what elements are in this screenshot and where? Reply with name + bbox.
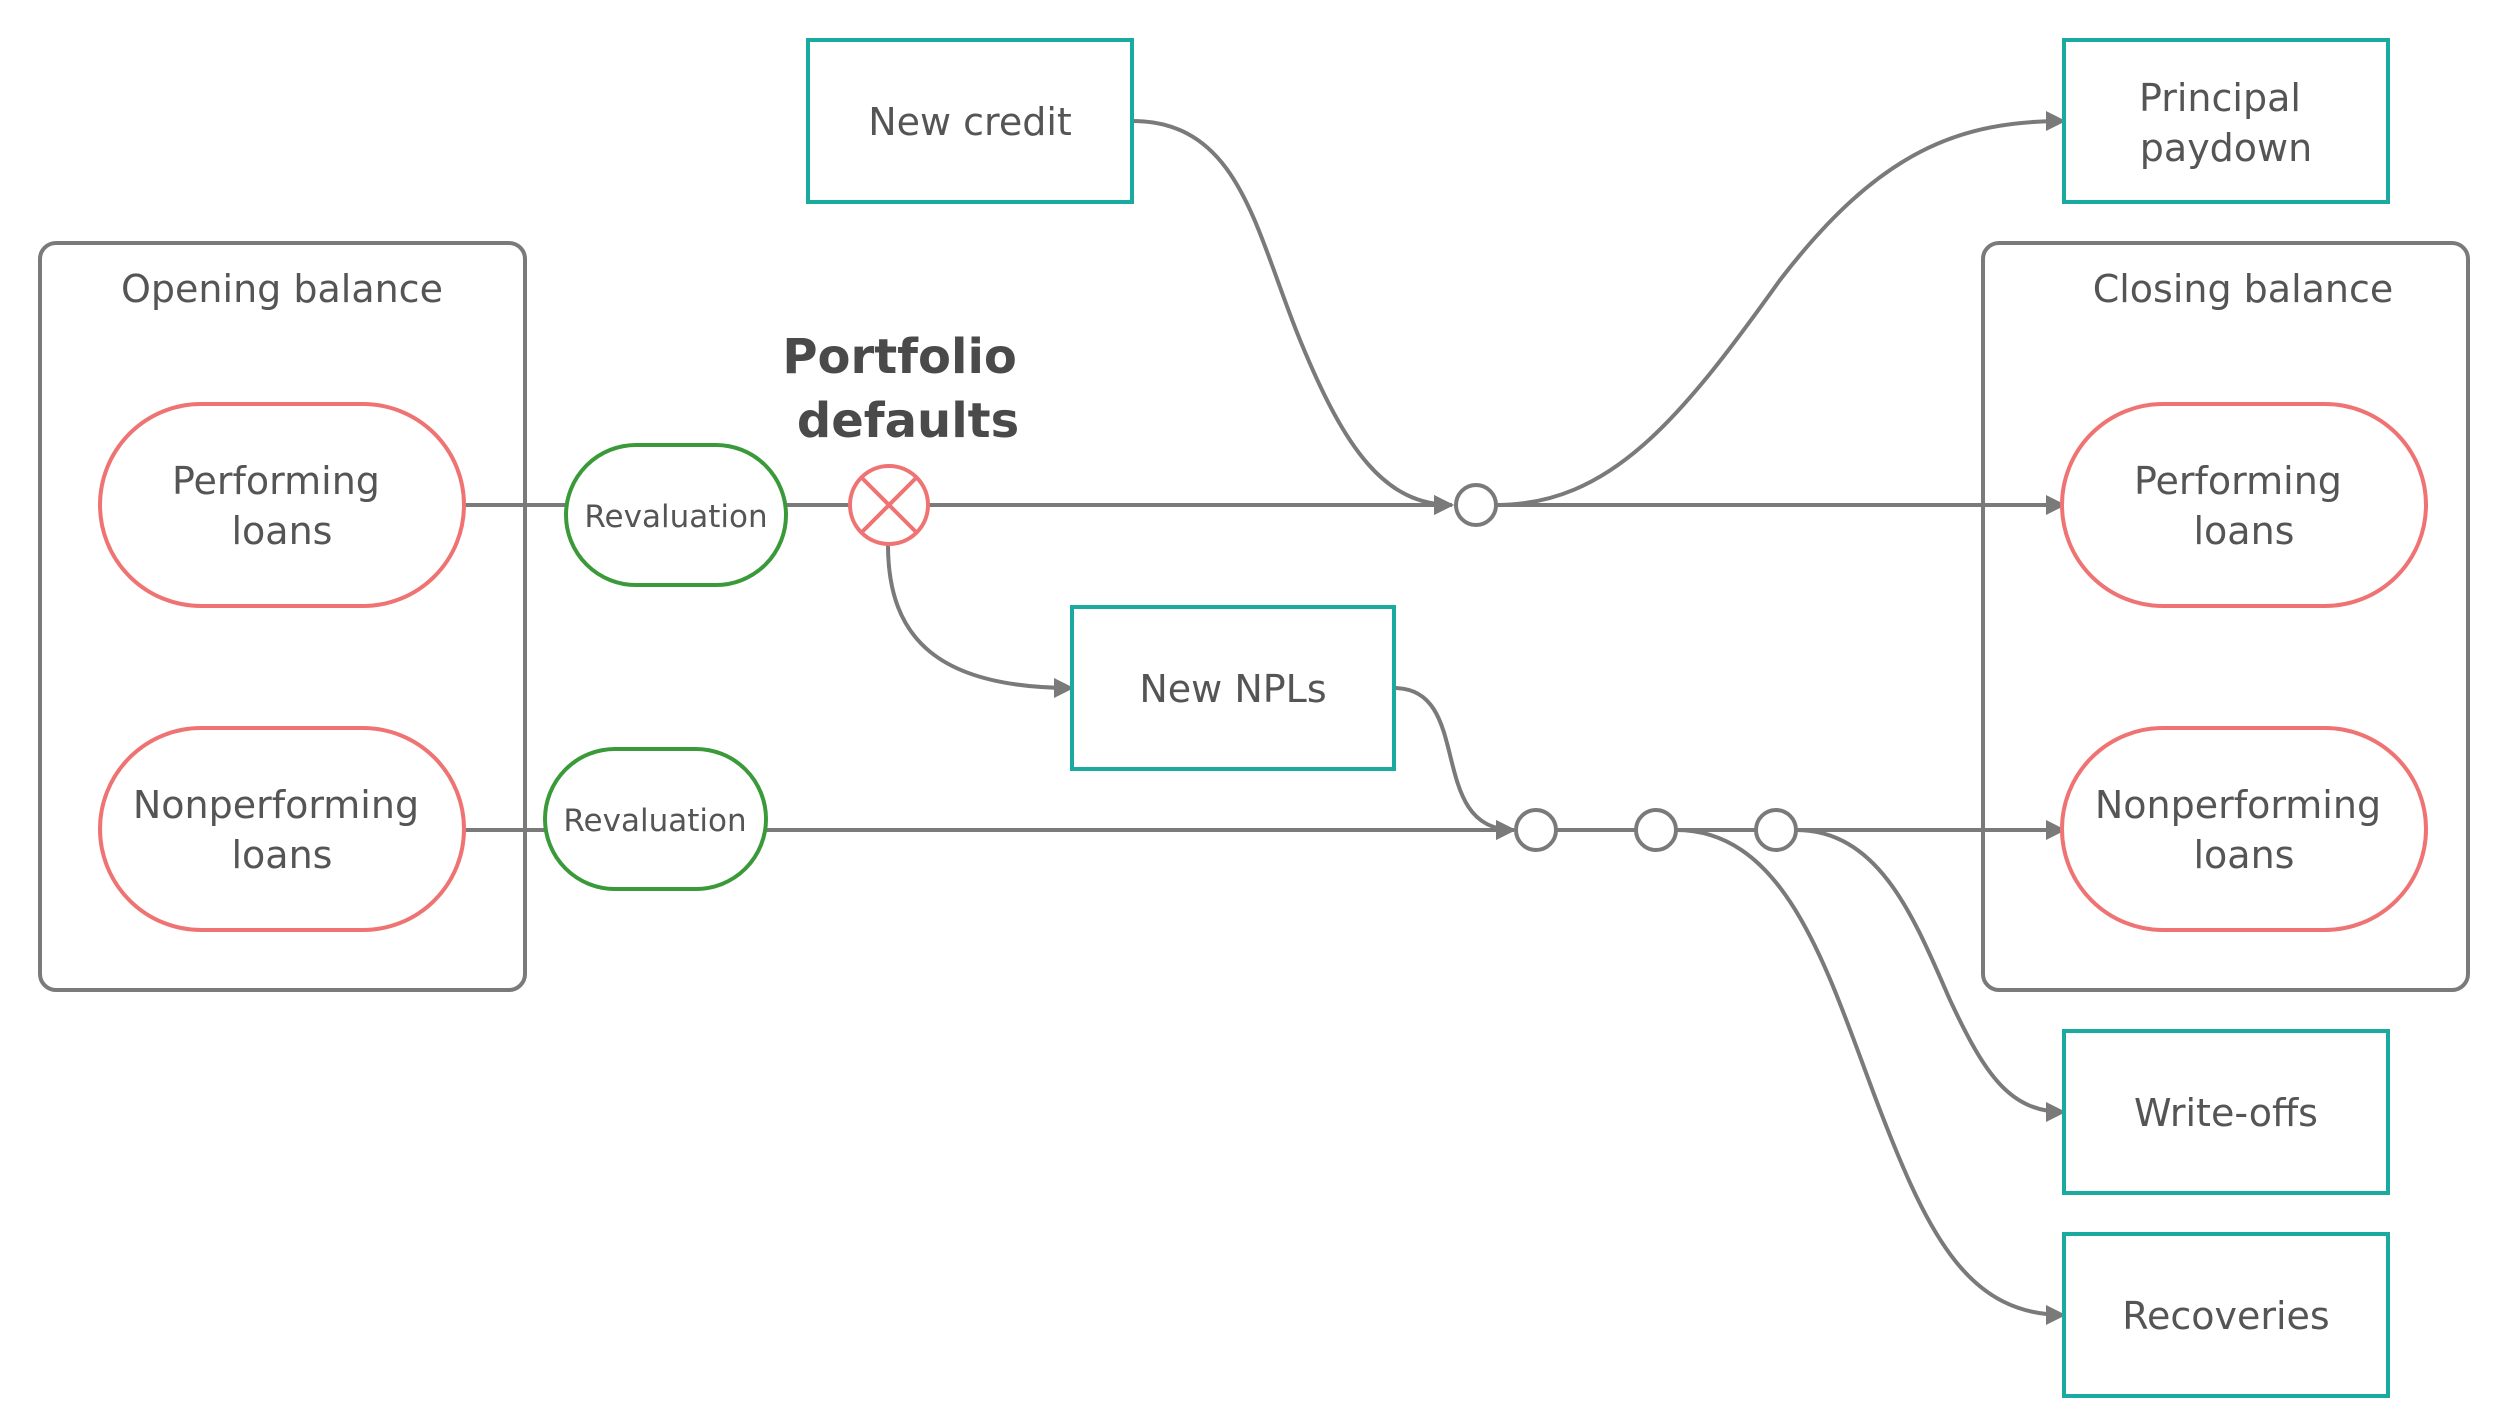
junctions (1454, 483, 1798, 852)
portfolio-defaults-label: Portfolio defaults (782, 329, 1033, 449)
closing-balance-frame (1981, 241, 2470, 992)
revaluation-bottom-node[interactable]: Revaluation (543, 747, 768, 891)
closing-performing-loans-node[interactable] (2060, 402, 2428, 608)
recoveries-box (2062, 1232, 2390, 1398)
opening-performing-loans-node[interactable] (98, 402, 466, 608)
recoveries-label: Recoveries (2122, 1294, 2329, 1338)
write-offs-node[interactable]: Write-offs (2062, 1029, 2390, 1195)
opening-nonperforming-loans-label: Nonperforming loans (133, 783, 431, 877)
portfolio-defaults-node[interactable]: Portfolio defaults (782, 329, 1033, 546)
flow-junction-to-recoveries (1675, 828, 2066, 1325)
junction-write-offs-split (1754, 808, 1798, 852)
new-credit-node[interactable]: New credit (806, 38, 1134, 204)
defaults-x-mark-icon (859, 475, 919, 535)
new-credit-box (806, 38, 1134, 204)
new-npls-label: New NPLs (1139, 667, 1326, 711)
junction-performing (1454, 483, 1498, 527)
flow-new-npls-to-junction (1393, 686, 1516, 840)
revaluation-bottom-label: Revaluation (563, 803, 746, 839)
flow-lines (462, 111, 2066, 1325)
principal-paydown-label: Principal paydown (2139, 76, 2313, 170)
closing-balance-group: Closing balance Performing loans Nonperf… (1981, 241, 2470, 992)
principal-paydown-node[interactable]: Principal paydown (2062, 38, 2390, 204)
recoveries-node[interactable]: Recoveries (2062, 1232, 2390, 1398)
opening-balance-title: Opening balance (121, 267, 443, 311)
revaluation-bottom-shape (543, 747, 768, 891)
junction-npl-merge (1514, 808, 1558, 852)
closing-performing-loans-label: Performing loans (2134, 459, 2354, 553)
flow-new-credit-to-junction (1131, 119, 1454, 515)
flow-junction-to-principal-paydown (1495, 111, 2066, 507)
principal-paydown-box (2062, 38, 2390, 204)
opening-nonperforming-loans-node[interactable] (98, 726, 466, 932)
opening-balance-frame (38, 241, 527, 992)
revaluation-top-label: Revaluation (584, 499, 767, 535)
revaluation-top-node[interactable]: Revaluation (564, 443, 788, 587)
closing-nonperforming-loans-node[interactable] (2060, 726, 2428, 932)
new-npls-node[interactable]: New NPLs (1070, 605, 1396, 771)
revaluation-top-shape (564, 443, 788, 587)
flow-junction-to-write-offs (1795, 828, 2066, 1122)
closing-balance-title: Closing balance (2093, 267, 2394, 311)
opening-balance-group: Opening balance Performing loans Nonperf… (38, 241, 527, 992)
flow-defaults-to-new-npls (886, 544, 1074, 698)
new-credit-label: New credit (868, 100, 1072, 144)
write-offs-box (2062, 1029, 2390, 1195)
junction-recoveries-split (1634, 808, 1678, 852)
closing-nonperforming-loans-label: Nonperforming loans (2095, 783, 2393, 877)
write-offs-label: Write-offs (2134, 1091, 2318, 1135)
new-npls-box (1070, 605, 1396, 771)
opening-performing-loans-label: Performing loans (172, 459, 392, 553)
